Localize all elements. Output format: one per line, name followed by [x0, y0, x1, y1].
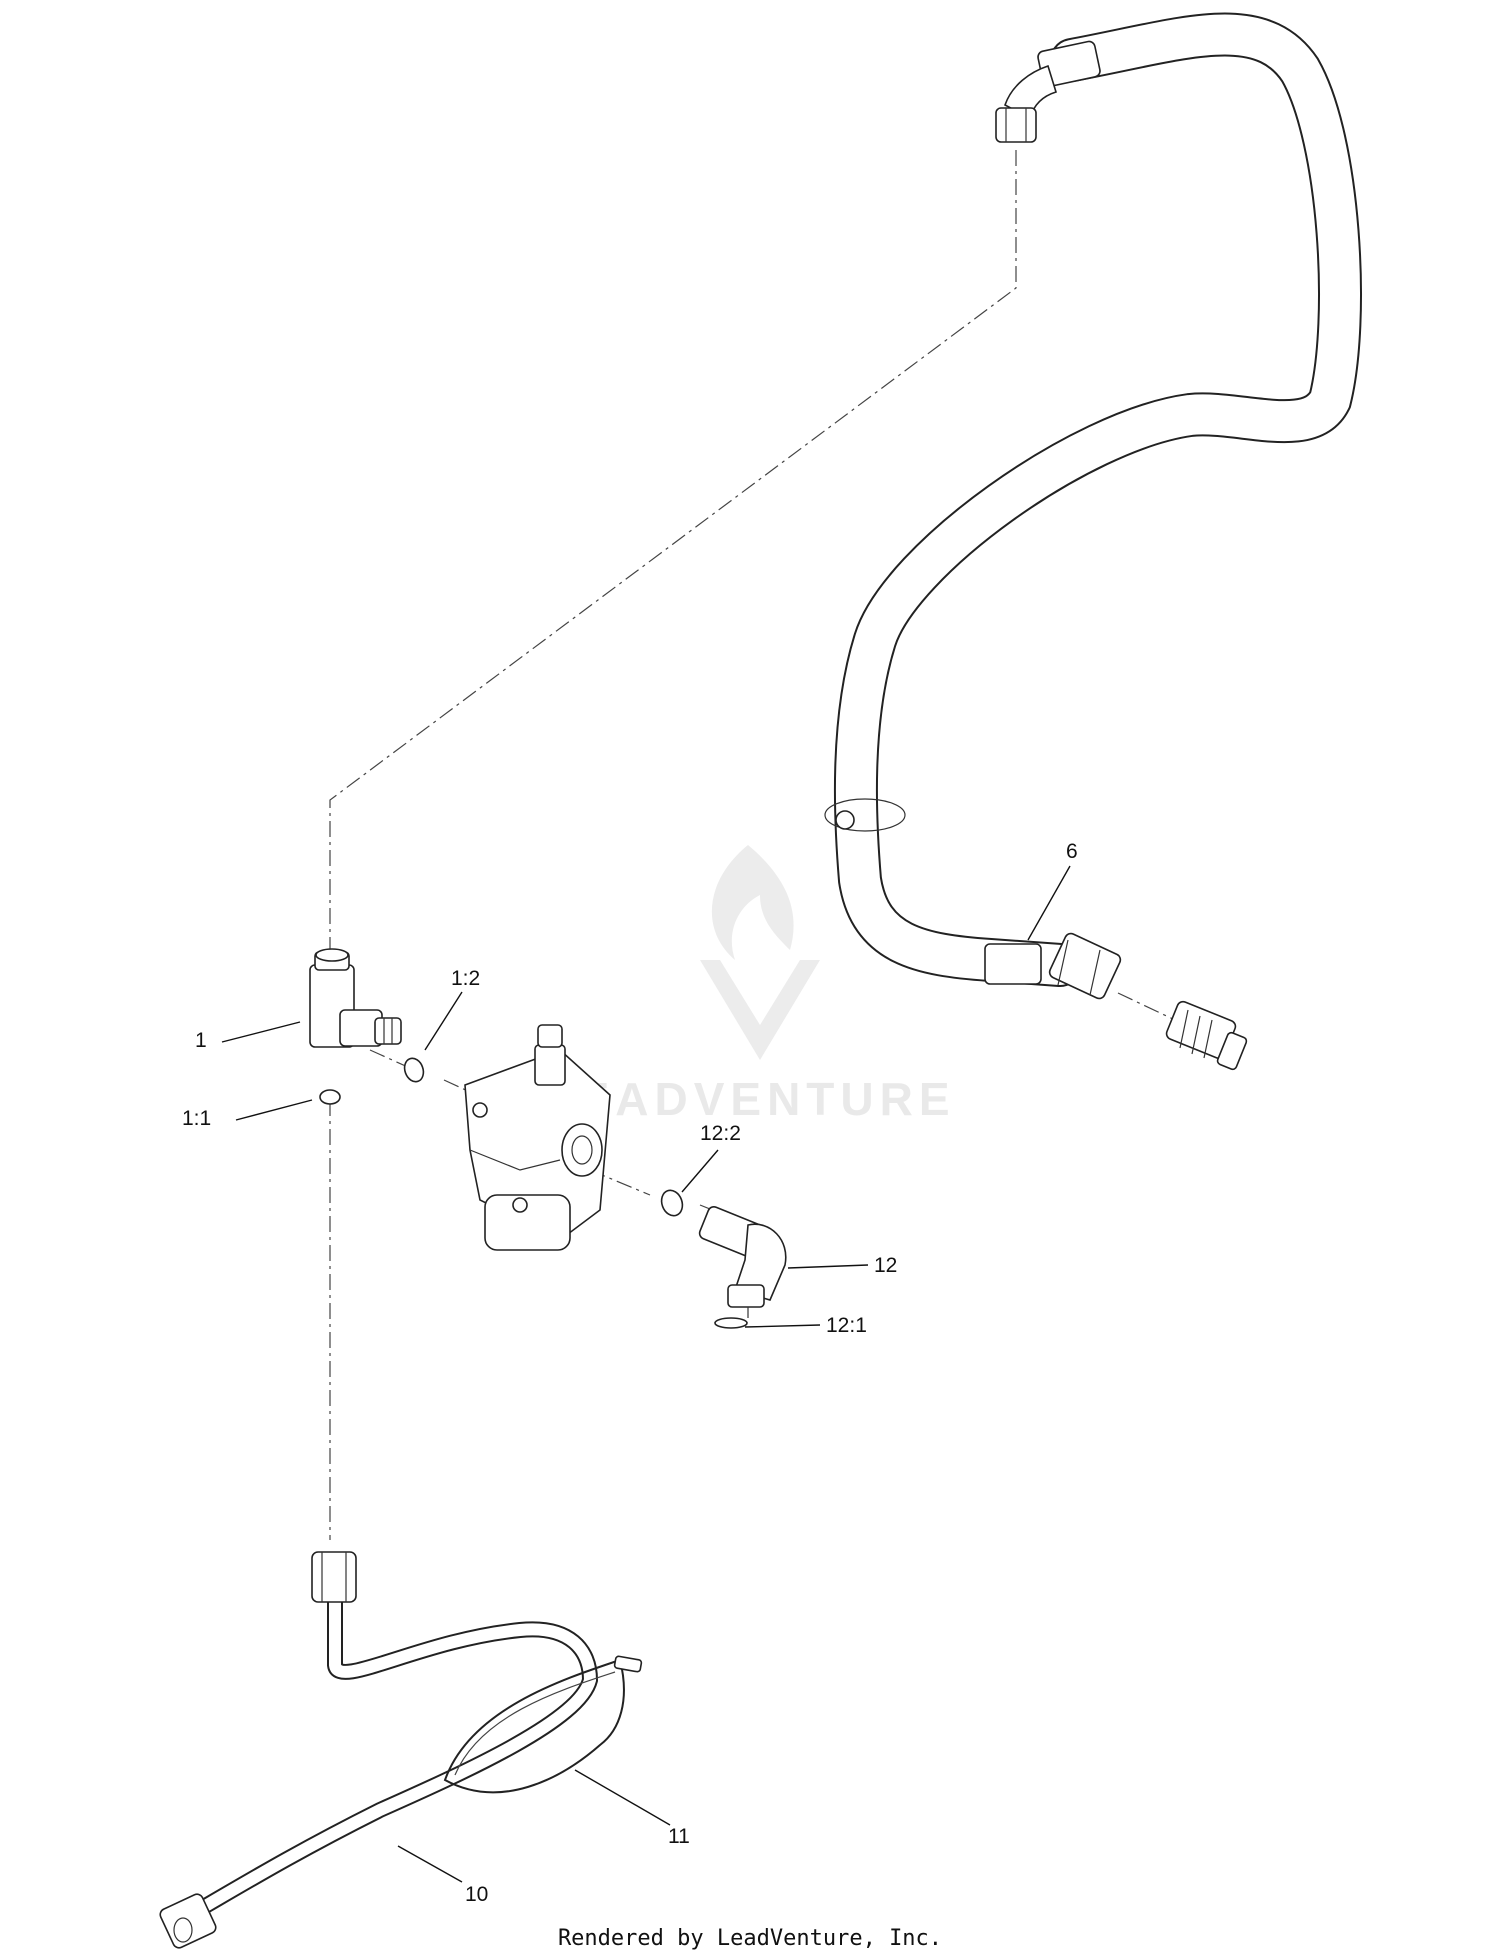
- assembly-centerlines: [329, 150, 1176, 1540]
- footer-credit: Rendered by LeadVenture, Inc.: [558, 1926, 942, 1951]
- valve-block: [464, 1024, 611, 1251]
- leadventure-flame-logo-icon: [700, 845, 820, 1060]
- steel-tube-part-10: [159, 1551, 599, 1949]
- o-ring-12-1: [714, 1317, 748, 1329]
- callout-12-1: 12:1: [826, 1314, 867, 1337]
- straight-adapter-fitting: [1165, 1000, 1248, 1071]
- callout-labels: 1 1:1 1:2 6 12:2 12 12:1 11 10: [182, 840, 1078, 1906]
- callout-1-1: 1:1: [182, 1107, 211, 1130]
- callout-1-2: 1:2: [451, 967, 480, 990]
- o-ring-1-1: [319, 1089, 341, 1105]
- callout-1: 1: [195, 1029, 207, 1052]
- tee-fitting-part-1: [309, 948, 402, 1048]
- o-ring-1-2: [403, 1057, 425, 1083]
- hydraulic-hose-part-6: [824, 12, 1362, 1000]
- callout-10: 10: [465, 1883, 488, 1906]
- callout-11: 11: [668, 1825, 690, 1848]
- watermark: LEADVENTURE: [544, 845, 955, 1125]
- watermark-text: LEADVENTURE: [544, 1073, 955, 1125]
- callout-6: 6: [1066, 840, 1078, 863]
- callout-12: 12: [874, 1254, 897, 1277]
- tube-clamp-part-11: [443, 1655, 643, 1794]
- elbow-fitting-part-12: [698, 1206, 787, 1318]
- callout-12-2: 12:2: [700, 1122, 741, 1145]
- o-ring-12-2: [660, 1189, 684, 1217]
- leader-lines: [221, 865, 1071, 1883]
